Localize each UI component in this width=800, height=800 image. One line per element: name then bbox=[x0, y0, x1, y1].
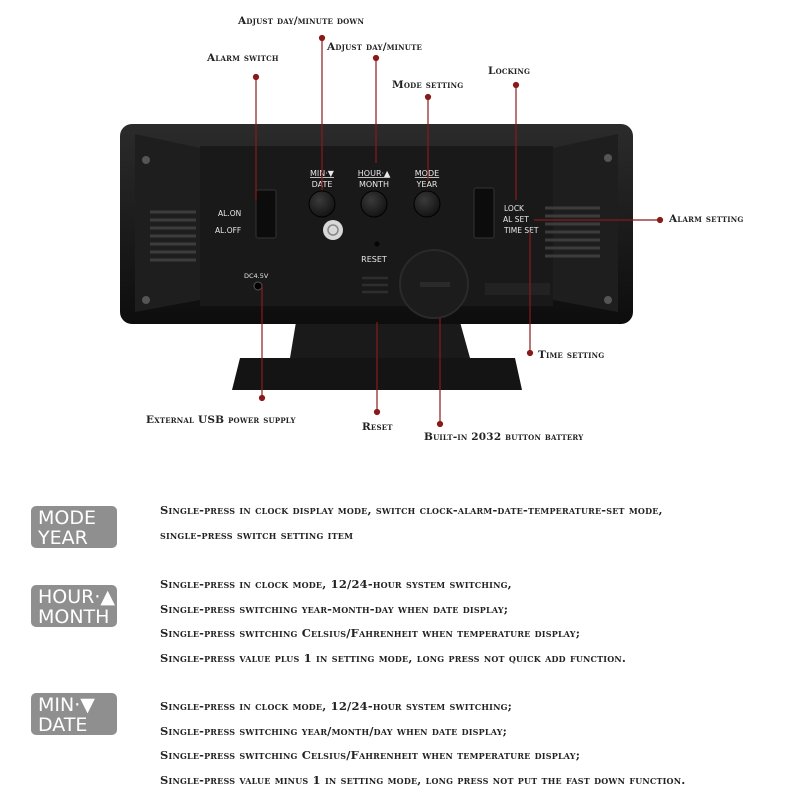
min-date-badge: MIN·▼ DATE bbox=[31, 693, 117, 735]
callout-battery: Built-in 2032 button battery bbox=[424, 431, 584, 443]
description-line: Single-press value plus 1 in setting mod… bbox=[160, 650, 627, 665]
description-line: Single-press in clock mode, 12/24-hour s… bbox=[160, 577, 512, 591]
callout-alarm-switch: Alarm switch bbox=[206, 52, 279, 64]
leader-lines bbox=[252, 34, 664, 428]
alarm-switch-slider[interactable] bbox=[255, 189, 277, 239]
description-line: Single-press switching year-month-day wh… bbox=[160, 601, 509, 616]
badge-bottom-label: MONTH bbox=[38, 606, 110, 628]
back-plate-markings bbox=[485, 283, 550, 295]
description-line: Single-press switching Celsius/Fahrenhei… bbox=[160, 748, 581, 762]
callout-reset: Reset bbox=[362, 421, 393, 433]
reset-hole[interactable] bbox=[374, 241, 380, 247]
callout-locking: Locking bbox=[488, 65, 530, 77]
year-button-label: YEAR bbox=[416, 180, 438, 189]
al-on-label: AL.ON bbox=[218, 209, 241, 218]
mode-year-description: Single-press in clock display mode, swit… bbox=[160, 498, 663, 547]
badge-bottom-label: YEAR bbox=[38, 527, 88, 549]
dc-jack-icon bbox=[253, 281, 263, 291]
lock-label: LOCK bbox=[504, 204, 525, 213]
min-date-description: Single-press in clock mode, 12/24-hour s… bbox=[160, 694, 685, 792]
function-switch-slider[interactable] bbox=[473, 187, 495, 239]
screw-icon bbox=[142, 156, 150, 164]
screw-icon bbox=[604, 296, 612, 304]
screw-icon bbox=[142, 296, 150, 304]
mode-button-label: MODE bbox=[415, 169, 439, 178]
callout-time-setting: Time setting bbox=[538, 349, 604, 361]
hour-month-badge: HOUR·▲ MONTH bbox=[31, 585, 117, 627]
month-button-label: MONTH bbox=[359, 180, 389, 189]
battery-cover-slot-icon bbox=[420, 282, 450, 287]
left-vent bbox=[150, 210, 196, 262]
clock-body bbox=[120, 124, 633, 324]
badge-top-label: MODE bbox=[38, 507, 96, 529]
hour-month-button[interactable]: HOUR·▲ MONTH bbox=[358, 169, 391, 218]
callout-usb-power: External USB power supply bbox=[146, 414, 296, 426]
description-line: Single-press value minus 1 in setting mo… bbox=[160, 772, 686, 787]
hour-button-label: HOUR·▲ bbox=[358, 169, 391, 178]
reset-label: RESET bbox=[361, 255, 387, 264]
callout-mode-setting: Mode setting bbox=[392, 79, 463, 91]
description-line: Single-press switching year/month/day wh… bbox=[160, 723, 508, 738]
dc-label: DC4.5V bbox=[244, 272, 269, 280]
badge-bottom-label: DATE bbox=[38, 714, 88, 736]
description-line: Single-press switching Celsius/Fahrenhei… bbox=[160, 626, 581, 640]
al-off-label: AL.OFF bbox=[215, 226, 241, 235]
description-line: Single-press in clock display mode, swit… bbox=[160, 503, 663, 517]
badge-top-label: HOUR·▲ bbox=[38, 586, 116, 608]
hour-month-description: Single-press in clock mode, 12/24-hour s… bbox=[160, 572, 626, 670]
al-set-label: AL SET bbox=[503, 215, 529, 224]
right-vent bbox=[545, 206, 600, 258]
buzzer-sticker-icon bbox=[323, 220, 343, 240]
bottom-vent bbox=[362, 276, 388, 294]
callout-adjust-up: Adjust day/minute bbox=[326, 41, 422, 53]
mode-year-badge: MODE YEAR bbox=[31, 506, 117, 548]
description-line: Single-press in clock mode, 12/24-hour s… bbox=[160, 699, 513, 713]
badge-top-label: MIN·▼ bbox=[38, 694, 95, 716]
mode-year-button[interactable]: MODE YEAR bbox=[413, 169, 441, 218]
callout-alarm-setting: Alarm setting bbox=[668, 213, 744, 225]
time-set-label: TIME SET bbox=[503, 226, 539, 235]
description-line: single-press switch setting item bbox=[160, 527, 354, 542]
screw-icon bbox=[604, 154, 612, 162]
callout-adjust-down: Adjust day/minute down bbox=[237, 15, 364, 27]
